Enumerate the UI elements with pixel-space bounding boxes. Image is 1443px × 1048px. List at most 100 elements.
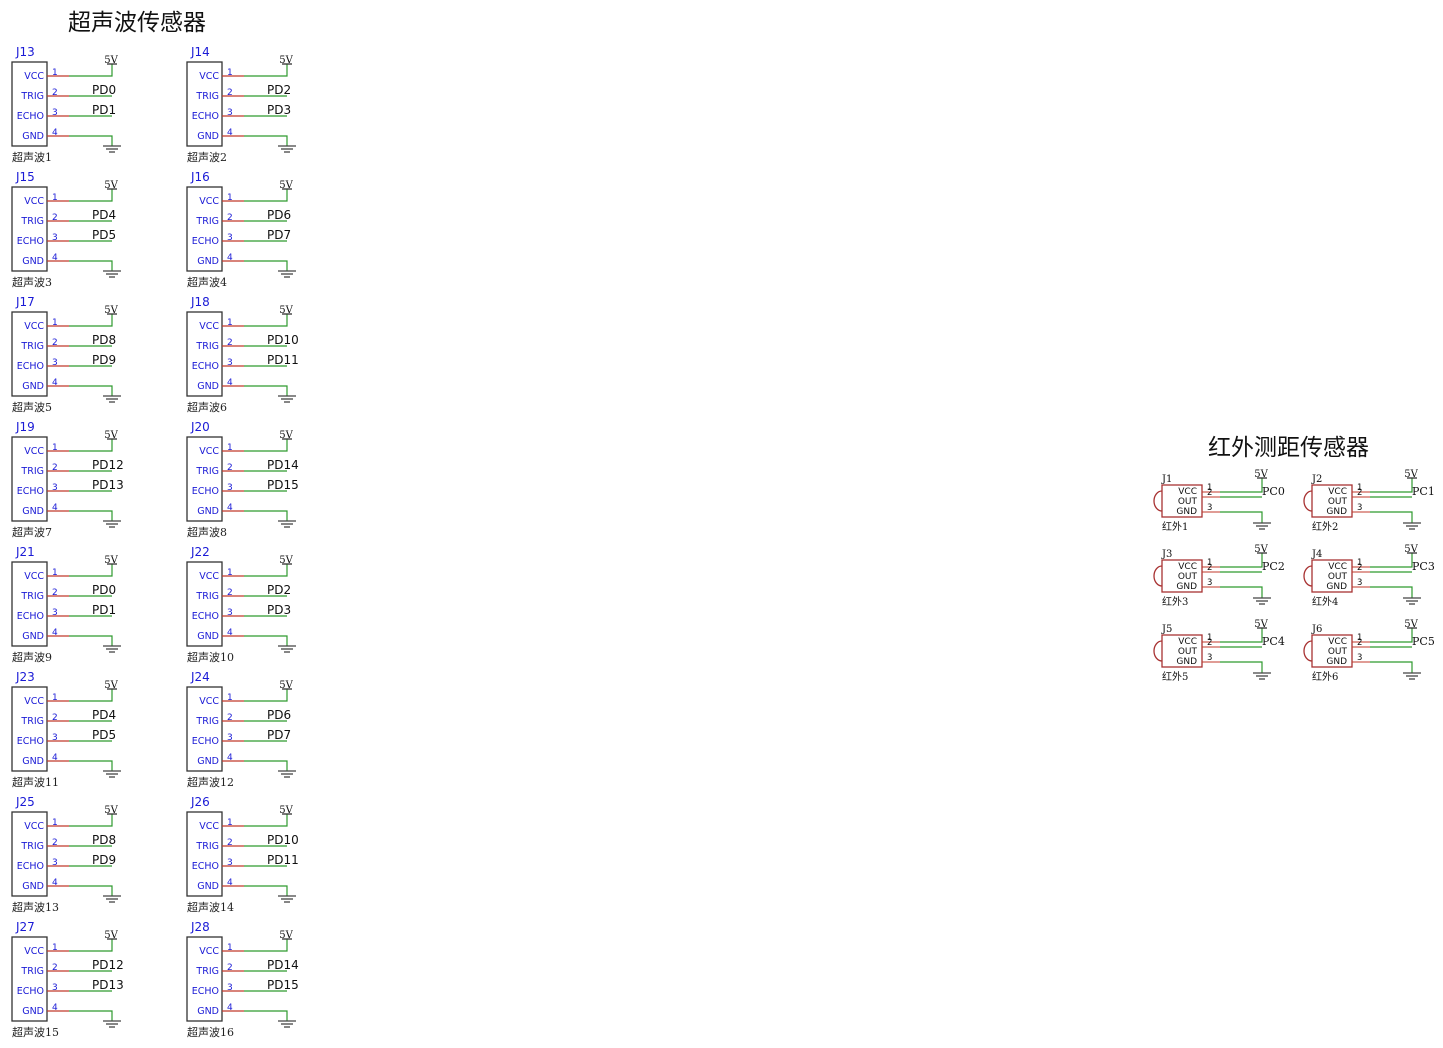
power-label: 5V xyxy=(279,55,293,66)
pin-name: GND xyxy=(197,631,219,642)
pin-number: 3 xyxy=(227,233,233,243)
power-flag-5v: 5V xyxy=(1404,619,1418,630)
pin-number: 1 xyxy=(227,568,233,578)
pin-number: 2 xyxy=(52,713,58,723)
pin-name: TRIG xyxy=(20,216,44,227)
pin-name: ECHO xyxy=(17,111,44,122)
connector-ref: J21 xyxy=(15,545,35,559)
connector-label: 超声波12 xyxy=(187,775,234,789)
pin-number: 3 xyxy=(52,983,58,993)
sensor-body xyxy=(1161,634,1203,668)
pin-number: 4 xyxy=(52,128,58,138)
pin-number: 2 xyxy=(52,963,58,973)
pin-number: 1 xyxy=(1207,483,1212,493)
pin-number: 3 xyxy=(227,858,233,868)
connector-ref: J18 xyxy=(190,295,210,309)
gnd-wire xyxy=(244,1010,288,1021)
pin-name: GND xyxy=(197,131,219,142)
pin-name: GND xyxy=(22,631,44,642)
ground-symbol xyxy=(1253,672,1271,680)
pin-number: 2 xyxy=(1357,638,1362,648)
pin-name: OUT xyxy=(1178,572,1198,582)
ground-symbol xyxy=(278,520,296,528)
power-label: 5V xyxy=(279,430,293,441)
gnd-wire xyxy=(1370,586,1413,598)
sensor-ref: J4 xyxy=(1311,549,1322,560)
connector-label: 超声波7 xyxy=(12,525,52,539)
gnd-wire xyxy=(244,885,288,896)
ground-symbol xyxy=(1253,522,1271,530)
pin-number: 3 xyxy=(227,608,233,618)
pin-number: 2 xyxy=(227,88,233,98)
pin-number: 4 xyxy=(52,378,58,388)
power-flag-5v: 5V xyxy=(104,555,118,566)
pin-name: ECHO xyxy=(192,986,219,997)
connector-label: 超声波10 xyxy=(187,650,234,664)
ground-symbol xyxy=(278,395,296,403)
vcc-wire xyxy=(244,814,288,827)
sensor-lens-arc xyxy=(1303,640,1313,662)
connector-ref: J17 xyxy=(15,295,35,309)
vcc-wire xyxy=(69,439,113,452)
pin-number: 2 xyxy=(1207,638,1212,648)
power-flag-5v: 5V xyxy=(279,805,293,816)
pin-number: 1 xyxy=(227,68,233,78)
pin-number: 1 xyxy=(1357,483,1362,493)
vcc-wire xyxy=(244,564,288,577)
pin-number: 4 xyxy=(52,753,58,763)
connector-label: 超声波1 xyxy=(12,150,52,164)
power-label: 5V xyxy=(279,930,293,941)
connector-label: 超声波2 xyxy=(187,150,227,164)
ground-symbol xyxy=(103,395,121,403)
pin-number: 2 xyxy=(227,463,233,473)
pin-number: 1 xyxy=(52,193,58,203)
pin-name: TRIG xyxy=(20,716,44,727)
pin-number: 3 xyxy=(52,233,58,243)
pin-number: 1 xyxy=(227,818,233,828)
infrared-section-title: 红外测距传感器 xyxy=(1208,435,1369,461)
connector-body xyxy=(186,686,223,772)
pin-name: GND xyxy=(22,256,44,267)
pin-name: VCC xyxy=(199,196,219,207)
gnd-wire xyxy=(1220,511,1263,523)
pin-name: ECHO xyxy=(17,611,44,622)
pin-number: 3 xyxy=(52,358,58,368)
power-flag-5v: 5V xyxy=(1404,469,1418,480)
trig-net-label: PD10 xyxy=(267,333,299,347)
connector-ref: J19 xyxy=(15,420,35,434)
echo-net-label: PD7 xyxy=(267,728,291,742)
vcc-wire xyxy=(69,939,113,952)
sensor-label: 红外4 xyxy=(1312,595,1338,608)
echo-net-label: PD1 xyxy=(92,603,116,617)
power-flag-5v: 5V xyxy=(104,805,118,816)
connector-ref: J23 xyxy=(15,670,35,684)
pin-number: 2 xyxy=(1207,488,1212,498)
ground-symbol xyxy=(103,520,121,528)
pin-number: 1 xyxy=(1207,633,1212,643)
connector-ref: J28 xyxy=(190,920,210,934)
gnd-wire xyxy=(69,1010,113,1021)
pin-number: 4 xyxy=(52,253,58,263)
pin-name: VCC xyxy=(24,321,44,332)
connector-ref: J26 xyxy=(190,795,210,809)
vcc-wire xyxy=(244,189,288,202)
sensor-ref: J3 xyxy=(1161,549,1172,560)
gnd-wire xyxy=(244,760,288,771)
pin-number: 3 xyxy=(1357,653,1362,663)
pin-number: 3 xyxy=(227,483,233,493)
connector-ref: J16 xyxy=(190,170,210,184)
pin-number: 3 xyxy=(227,108,233,118)
trig-net-label: PD2 xyxy=(267,83,291,97)
pin-name: TRIG xyxy=(195,841,219,852)
out-net-label: PC4 xyxy=(1262,635,1285,648)
ground-symbol xyxy=(278,645,296,653)
sensor-label: 红外6 xyxy=(1312,670,1338,683)
gnd-wire xyxy=(1220,661,1263,673)
